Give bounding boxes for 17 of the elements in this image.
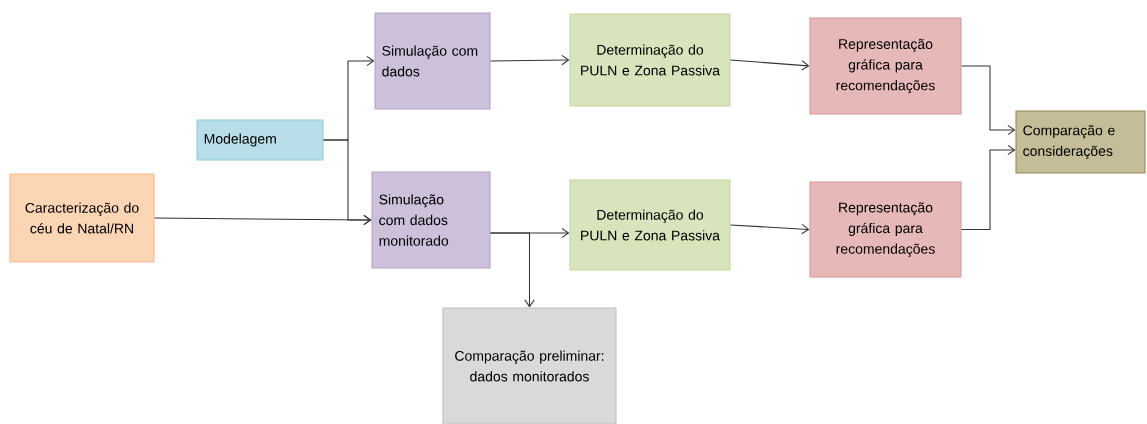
arrow	[490, 54, 570, 66]
process-box: Simulação com dados monitorado	[371, 171, 491, 269]
process-box: Comparação preliminar: dados monitorados	[442, 307, 617, 424]
arrow	[961, 65, 1016, 136]
arrow	[154, 214, 372, 226]
arrow	[730, 59, 810, 71]
process-box: Caracterização do céu de Natal/RN	[9, 173, 155, 263]
process-box: Determinação do PULN e Zona Passiva	[569, 13, 731, 107]
process-box: Representação gráfica para recomendações	[809, 17, 962, 115]
process-box: Simulação com dados	[374, 12, 491, 110]
arrow	[961, 144, 1016, 231]
arrow	[730, 223, 810, 235]
process-box: Determinação do PULN e Zona Passiva	[569, 179, 731, 271]
process-box: Representação gráfica para recomendações	[809, 181, 962, 278]
process-box: Modelagem	[196, 119, 324, 161]
arrow	[490, 232, 535, 308]
process-box: Comparação e considerações	[1015, 110, 1146, 174]
